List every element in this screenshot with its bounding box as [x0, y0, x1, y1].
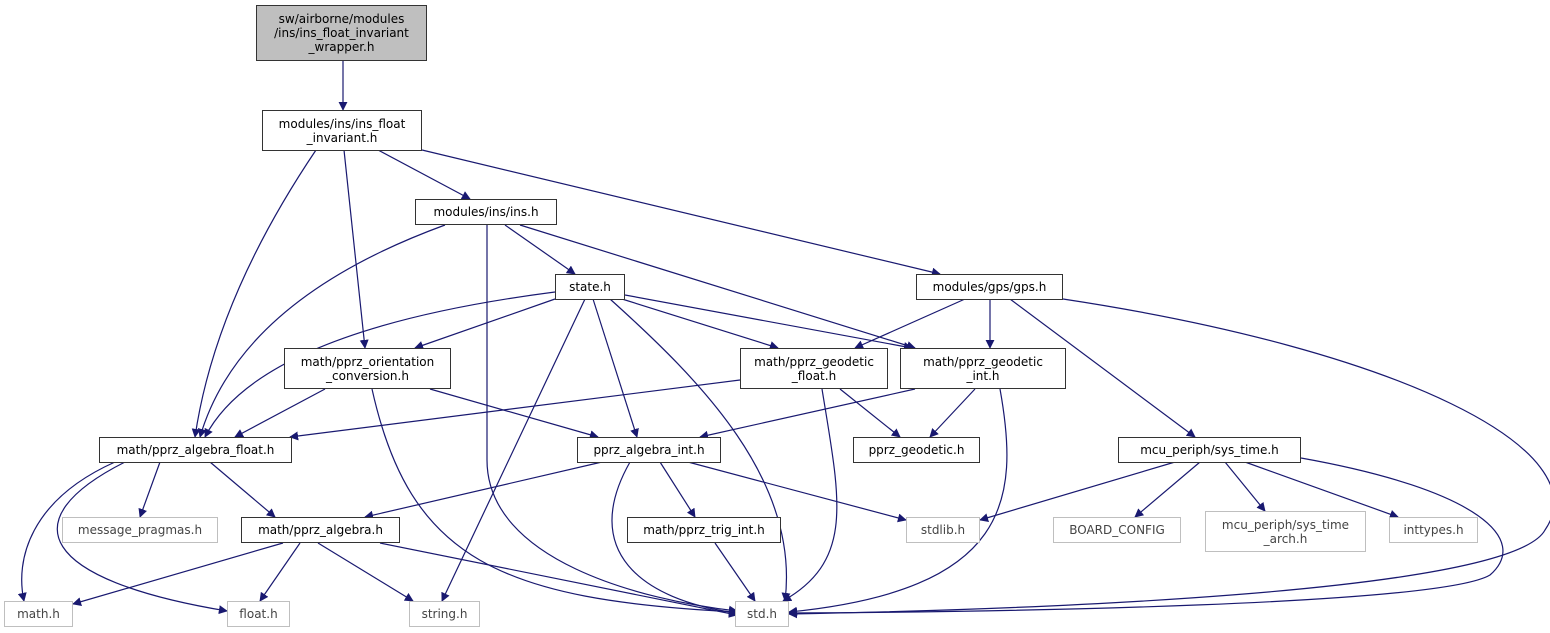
edge-state-to-string [441, 298, 586, 602]
edge-ifi-to-alg_float [191, 149, 317, 438]
edge-state-to-orient [414, 298, 556, 350]
edge-ifi-to-ins [377, 149, 471, 200]
edge-alg_float-to-float [56, 461, 228, 615]
edge-sys_time-to-std [788, 457, 1504, 618]
edge-state-to-geod_float [621, 298, 779, 350]
edge-ins-to-state [504, 224, 576, 275]
edge-pprz_algebra-to-std [379, 542, 738, 618]
edge-sys_time-to-board_config [1134, 461, 1201, 518]
edge-gps-to-sys_time [1009, 298, 1196, 438]
edge-ifi-to-gps [421, 149, 941, 277]
node-trig-int[interactable]: math/pprz_trig_int.h [627, 517, 781, 543]
edge-sys_time-to-stdlib [979, 461, 1176, 523]
node-ins-float-invariant[interactable]: modules/ins/ins_float _invariant.h [262, 110, 422, 151]
node-pprz-geodetic[interactable]: pprz_geodetic.h [853, 437, 980, 463]
node-geodetic-float[interactable]: math/pprz_geodetic _float.h [740, 348, 888, 389]
edge-alg_int-to-trig_int [659, 461, 696, 518]
edge-state-to-std [609, 298, 791, 602]
node-std: std.h [735, 601, 789, 627]
edge-alg_float-to-pprz_algebra [209, 461, 276, 518]
node-state[interactable]: state.h [555, 274, 625, 300]
node-geodetic-int[interactable]: math/pprz_geodetic _int.h [900, 348, 1066, 389]
node-wrapper[interactable]: sw/airborne/modules /ins/ins_float_invar… [256, 5, 427, 61]
edge-orient-to-std [371, 388, 738, 617]
edge-geod_int-to-pprz_geodetic [929, 388, 976, 438]
node-pprz-algebra[interactable]: math/pprz_algebra.h [241, 517, 400, 543]
node-float: float.h [227, 601, 290, 627]
edge-ins-to-geod_int [519, 224, 916, 350]
edge-alg_float-to-math [17, 461, 116, 602]
node-message-pragmas: message_pragmas.h [62, 517, 218, 543]
edge-geod_int-to-std [788, 388, 1008, 616]
edge-pprz_algebra-to-string [317, 542, 414, 602]
node-algebra-int[interactable]: pprz_algebra_int.h [577, 437, 721, 463]
edge-state-to-alg_float [204, 291, 556, 438]
edge-geod_float-to-alg_float [289, 379, 741, 441]
edge-state-to-alg_int [592, 298, 639, 438]
edge-pprz_algebra-to-math [72, 542, 284, 607]
edge-alg_int-to-pprz_algebra [364, 461, 603, 520]
edge-orient-to-alg_float [234, 388, 326, 438]
edge-geod_int-to-alg_int [699, 388, 916, 440]
edge-ins-to-alg_float [197, 224, 446, 438]
node-math: math.h [4, 601, 73, 627]
edge-alg_int-to-stdlib [687, 461, 907, 523]
edge-gps-to-std [788, 298, 1550, 619]
node-string: string.h [409, 601, 480, 627]
edge-pprz_algebra-to-float [259, 542, 301, 602]
node-stdlib: stdlib.h [906, 517, 980, 543]
node-sys-time-arch: mcu_periph/sys_time _arch.h [1205, 511, 1366, 552]
edge-sys_time-to-sys_time_arch [1224, 461, 1266, 512]
edge-alg_int-to-std [611, 461, 738, 617]
node-gps[interactable]: modules/gps/gps.h [916, 274, 1063, 300]
edge-orient-to-alg_int [429, 388, 599, 440]
edge-sys_time-to-inttypes [1244, 461, 1399, 519]
node-ins[interactable]: modules/ins/ins.h [415, 199, 557, 225]
edge-alg_float-to-msg_pragmas [138, 461, 161, 518]
edge-state-to-geod_int [624, 294, 913, 351]
edge-gps-to-geod_float [854, 298, 966, 349]
edge-geod_float-to-pprz_geodetic [839, 388, 901, 438]
edge-geod_float-to-std [782, 388, 838, 602]
node-board-config: BOARD_CONFIG [1053, 517, 1181, 543]
edge-ifi-to-orient [343, 149, 369, 349]
node-algebra-float[interactable]: math/pprz_algebra_float.h [99, 437, 292, 463]
edge-trig_int-to-std [714, 542, 756, 602]
node-sys-time[interactable]: mcu_periph/sys_time.h [1118, 437, 1301, 463]
node-orientation-conversion[interactable]: math/pprz_orientation _conversion.h [284, 348, 451, 389]
node-inttypes: inttypes.h [1389, 517, 1478, 543]
